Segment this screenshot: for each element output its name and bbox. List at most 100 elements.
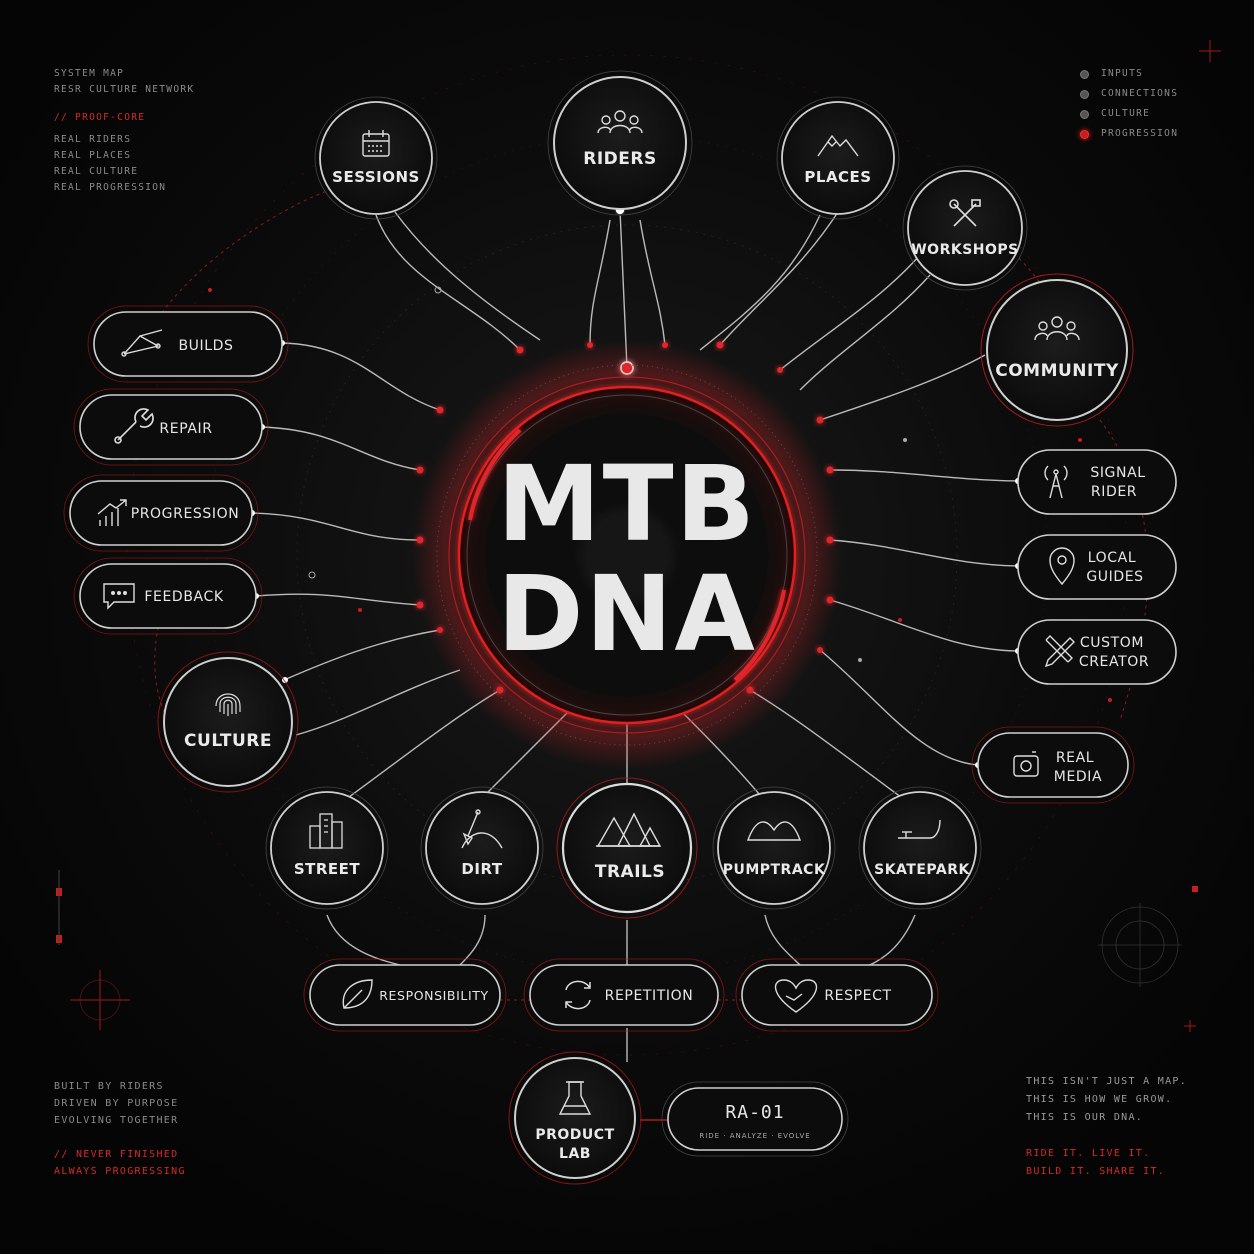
mountain-icon: [817, 134, 859, 157]
dna-core: MTB DNA: [412, 340, 842, 770]
growth-chart-icon: [97, 499, 127, 526]
node-street[interactable]: STREET: [265, 786, 389, 910]
hud-br-red-0: RIDE IT. LIVE IT.: [1026, 1148, 1151, 1159]
hud-bl-line-1: DRIVEN BY PURPOSE: [54, 1098, 179, 1109]
people-icon: [1034, 316, 1080, 341]
pill-builds-label: BUILDS: [178, 338, 233, 354]
legend: INPUTS CONNECTIONS CULTURE PROGRESSION: [1080, 64, 1178, 144]
node-places-label: PLACES: [804, 168, 871, 186]
node-riders[interactable]: RIDERS: [547, 70, 693, 216]
node-dirt-label: DIRT: [461, 860, 502, 878]
pill-progression-label: PROGRESSION: [131, 506, 240, 522]
node-workshops[interactable]: WORKSHOPS: [902, 165, 1028, 291]
location-pin-icon: [1049, 547, 1075, 586]
pill-feedback[interactable]: FEEDBACK: [73, 557, 263, 635]
legend-inputs: INPUTS: [1080, 64, 1178, 84]
shovel-mound-icon: [461, 809, 503, 849]
node-culture-label: CULTURE: [184, 731, 272, 751]
hud-br-line-1: THIS IS HOW WE GROW.: [1026, 1094, 1173, 1105]
pill-signal-label-1: SIGNAL: [1090, 465, 1145, 481]
pill-repetition[interactable]: REPETITION: [523, 958, 725, 1032]
pill-signal-label-2: RIDER: [1091, 484, 1137, 500]
leaf-icon: [342, 979, 373, 1009]
hud-item-1: REAL PLACES: [54, 150, 132, 161]
node-product-lab[interactable]: PRODUCT LAB: [508, 1051, 642, 1185]
flask-icon: [558, 1081, 592, 1115]
pill-repair-label: REPAIR: [159, 421, 212, 437]
pill-guides-label-2: GUIDES: [1086, 569, 1143, 585]
hud-bl-line-2: EVOLVING TOGETHER: [54, 1115, 179, 1126]
calendar-icon: [362, 130, 390, 157]
legend-culture-label: CULTURE: [1101, 108, 1151, 119]
fingerprint-icon: [215, 693, 241, 716]
node-community-label: COMMUNITY: [995, 361, 1119, 381]
ramp-icon: [898, 819, 941, 839]
hud-culture-network: RESR CULTURE NETWORK: [54, 84, 195, 95]
node-community[interactable]: COMMUNITY: [980, 273, 1134, 427]
pill-builds[interactable]: BUILDS: [87, 305, 289, 383]
hud-system-map: SYSTEM MAP: [54, 68, 125, 79]
node-pumptrack-label: PUMPTRACK: [723, 862, 826, 878]
ra01-subtitle: RIDE · ANALYZE · EVOLVE: [699, 1132, 810, 1140]
node-skatepark[interactable]: SKATEPARK: [858, 786, 982, 910]
pill-signal-rider[interactable]: SIGNAL RIDER: [1017, 449, 1177, 515]
pill-respect-label: RESPECT: [824, 988, 891, 1004]
node-riders-label: RIDERS: [583, 149, 656, 169]
pump-hills-icon: [747, 821, 801, 841]
pill-creator-label-1: CUSTOM: [1080, 635, 1144, 651]
pill-custom-creator[interactable]: CUSTOM CREATOR: [1017, 619, 1177, 685]
hud-side-bars: [56, 870, 1198, 945]
legend-dot-red-icon: [1080, 129, 1089, 139]
pill-local-guides[interactable]: LOCAL GUIDES: [1017, 534, 1177, 600]
pill-repetition-label: REPETITION: [605, 988, 694, 1004]
forest-trail-icon: [596, 812, 662, 847]
node-sessions[interactable]: SESSIONS: [314, 96, 438, 220]
node-pumptrack[interactable]: PUMPTRACK: [712, 786, 836, 910]
pill-media-label-2: MEDIA: [1054, 769, 1102, 785]
camera-icon: [1013, 751, 1039, 777]
hud-item-2: REAL CULTURE: [54, 166, 139, 177]
legend-dot-icon: [1080, 109, 1089, 119]
antenna-icon: [1044, 465, 1068, 499]
hud-br-red-1: BUILD IT. SHARE IT.: [1026, 1166, 1166, 1177]
legend-connections-label: CONNECTIONS: [1101, 88, 1179, 99]
legend-dot-icon: [1080, 69, 1089, 79]
pill-repair[interactable]: REPAIR: [73, 388, 269, 466]
hud-item-3: REAL PROGRESSION: [54, 182, 167, 193]
pill-ra01[interactable]: RA-01 RIDE · ANALYZE · EVOLVE: [661, 1081, 849, 1157]
node-product-lab-label-1: PRODUCT: [535, 1127, 614, 1143]
hud-crosshairs: [70, 40, 1221, 1032]
hud-radar: [1098, 903, 1182, 987]
pill-responsibility[interactable]: RESPONSIBILITY: [303, 958, 507, 1032]
pill-progression[interactable]: PROGRESSION: [63, 474, 259, 552]
node-trails-label: TRAILS: [595, 862, 665, 882]
legend-culture: CULTURE: [1080, 104, 1178, 124]
node-culture[interactable]: CULTURE: [157, 651, 299, 793]
hud-proof-core: // PROOF-CORE: [54, 112, 146, 123]
hud-top-left: SYSTEM MAP RESR CULTURE NETWORK // PROOF…: [54, 66, 194, 196]
wrench-icon: [114, 408, 154, 444]
hud-bottom-left: BUILT BY RIDERS DRIVEN BY PURPOSE EVOLVI…: [54, 1078, 186, 1180]
pill-respect[interactable]: RESPECT: [735, 958, 939, 1032]
pill-feedback-label: FEEDBACK: [144, 589, 223, 605]
node-product-lab-label-2: LAB: [559, 1146, 591, 1162]
hud-br-line-0: THIS ISN'T JUST A MAP.: [1026, 1076, 1188, 1087]
pill-real-media[interactable]: REAL MEDIA: [971, 726, 1135, 804]
node-trails[interactable]: TRAILS: [556, 777, 698, 919]
node-places[interactable]: PLACES: [776, 96, 900, 220]
legend-connections: CONNECTIONS: [1080, 84, 1178, 104]
city-buildings-icon: [309, 813, 343, 849]
hud-bottom-right: THIS ISN'T JUST A MAP. THIS IS HOW WE GR…: [1026, 1073, 1187, 1181]
pill-guides-label-1: LOCAL: [1088, 550, 1136, 566]
hud-br-line-2: THIS IS OUR DNA.: [1026, 1112, 1144, 1123]
hud-bl-red-0: // NEVER FINISHED: [54, 1149, 179, 1160]
core-title-line1: MTB: [497, 443, 757, 565]
chat-bubble-icon: [103, 583, 135, 610]
node-dirt[interactable]: DIRT: [420, 786, 544, 910]
heart-handshake-icon: [774, 979, 818, 1013]
group-icon: [597, 110, 643, 134]
pill-responsibility-label: RESPONSIBILITY: [379, 988, 488, 1003]
node-workshops-label: WORKSHOPS: [911, 242, 1019, 258]
pill-media-label-1: REAL: [1056, 750, 1094, 766]
